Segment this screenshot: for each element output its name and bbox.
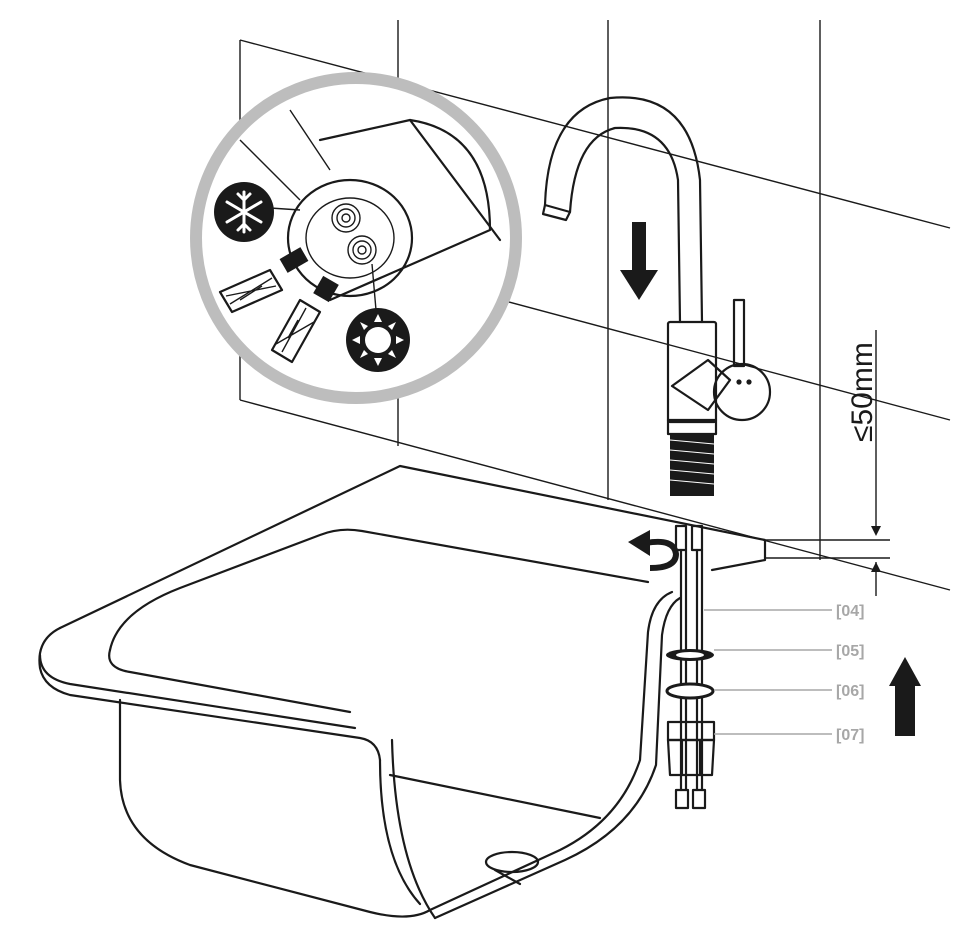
part-label-07: [07]: [836, 727, 864, 744]
dimension-marker: [766, 330, 890, 596]
leader-lines: [704, 609, 832, 735]
washer-06: [665, 682, 715, 700]
washer-05: [666, 649, 714, 661]
sink-basin: [38, 464, 767, 920]
part-label-06: [06]: [836, 683, 864, 700]
nut-07: [666, 720, 716, 777]
hot-outlet: [347, 235, 377, 265]
part-label-05: [05]: [836, 643, 864, 660]
part-label-04: [04]: [836, 603, 864, 620]
magnifier-detail: [190, 72, 522, 404]
arrow-down-icon: [620, 222, 658, 300]
arrow-up-icon: [889, 657, 921, 736]
dimension-label: ≤50mm: [846, 342, 879, 442]
rotate-arrow-icon: [628, 530, 680, 571]
sun-icon: [346, 308, 410, 372]
faucet-threaded-shank: [669, 434, 715, 496]
hose-connector-cold: [218, 247, 309, 314]
cold-outlet: [331, 203, 361, 233]
hose-connector-hot: [270, 275, 339, 364]
faucet: [541, 96, 772, 496]
supply-hoses: [674, 524, 707, 810]
snowflake-icon: [214, 182, 274, 242]
